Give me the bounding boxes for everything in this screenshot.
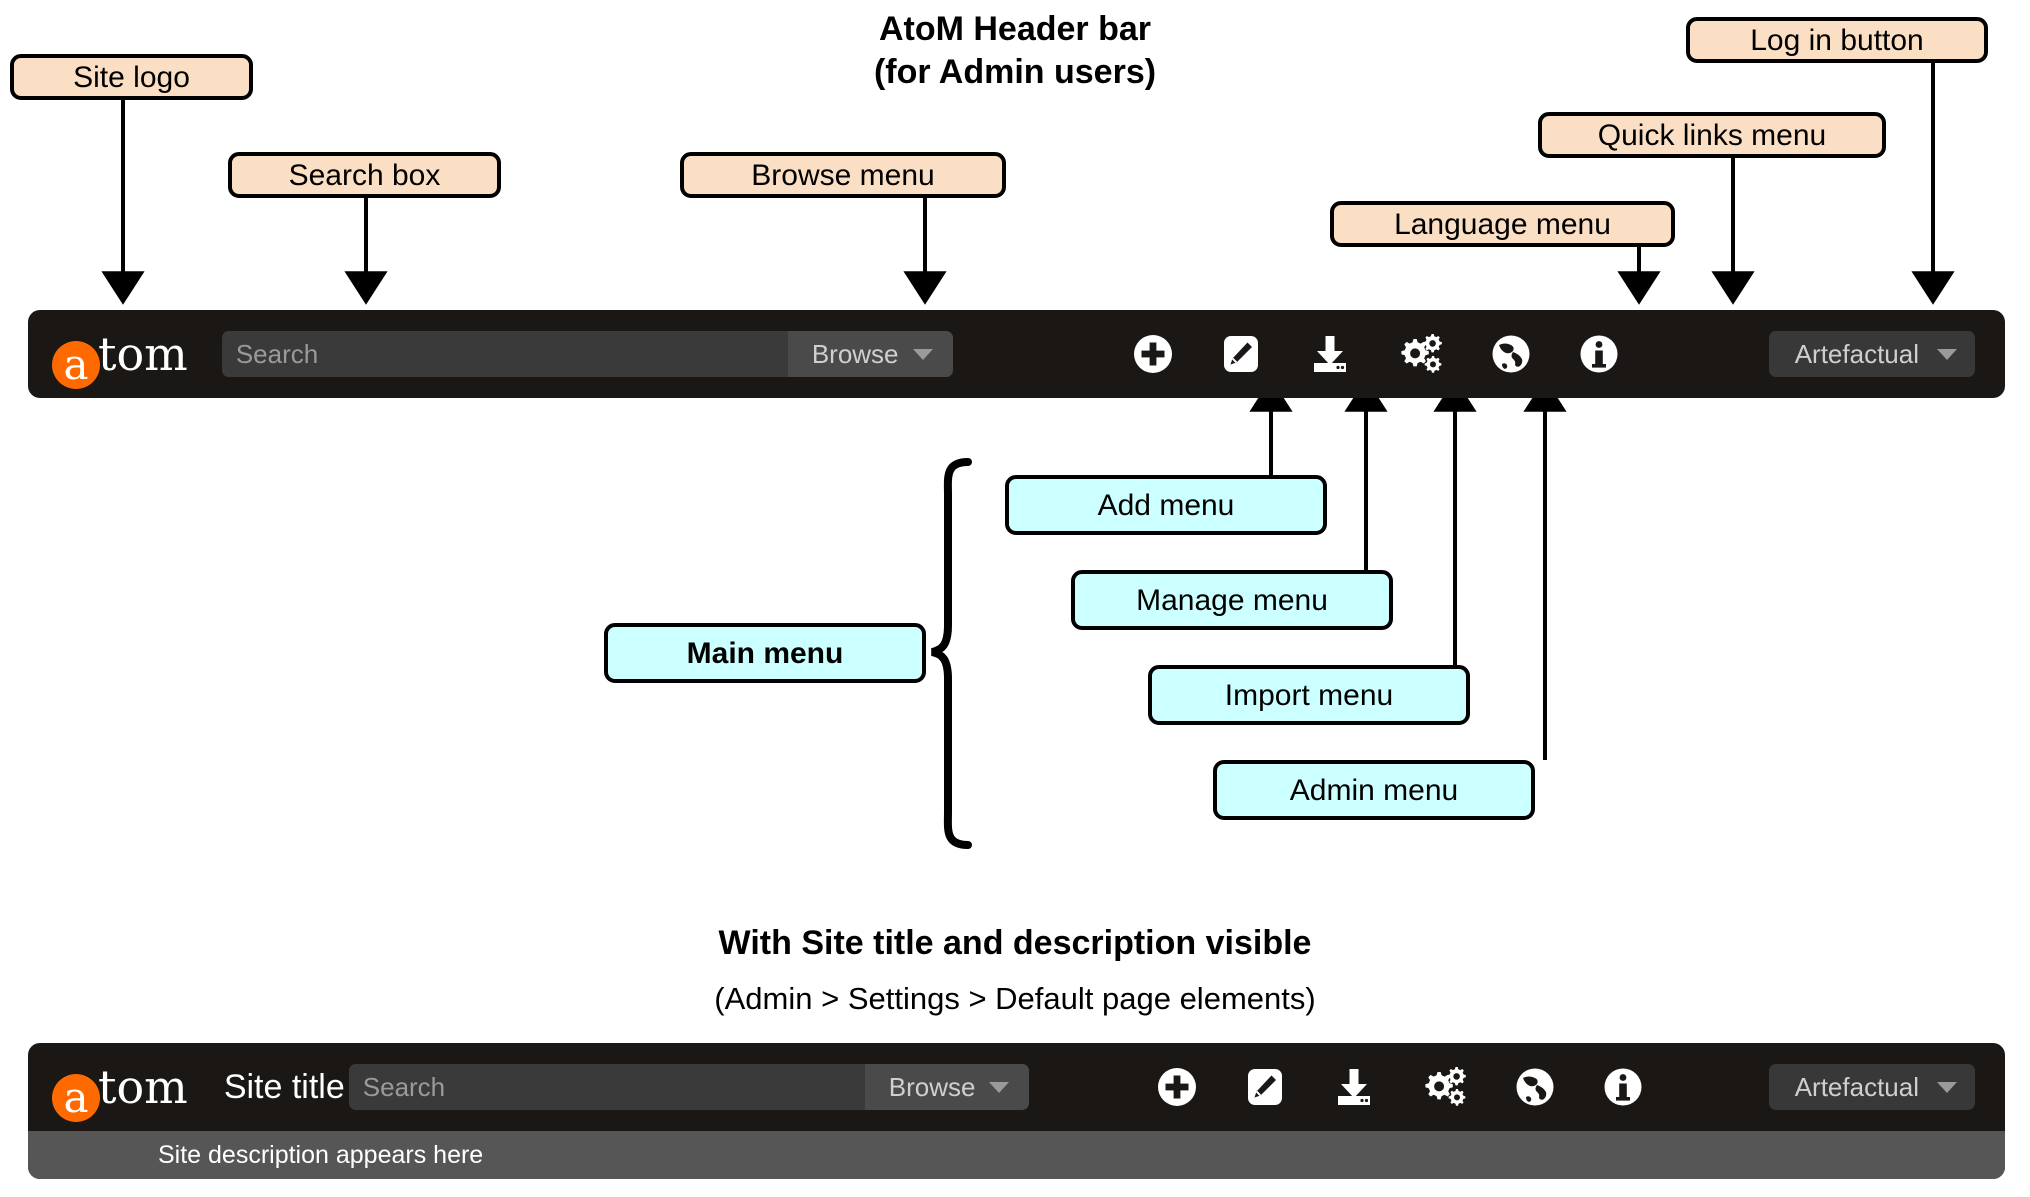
login-user-button[interactable]: Artefactual: [1768, 331, 1975, 377]
second-title: With Site title and description visible: [0, 922, 2030, 965]
site-title-text: Site title: [223, 1067, 345, 1106]
browse-menu-label: Browse: [811, 338, 899, 369]
main-menu-icons: [1131, 332, 1621, 376]
login-user-button[interactable]: Artefactual: [1768, 1064, 1975, 1110]
main-menu-icons: [1155, 1065, 1645, 1109]
chevron-down-icon: [989, 1081, 1010, 1093]
language-globe-icon[interactable]: [1489, 332, 1533, 376]
callout-language-menu-label: Language menu: [1394, 207, 1611, 241]
chevron-down-icon: [912, 348, 933, 360]
chevron-down-icon: [1937, 1081, 1957, 1093]
callout-browse-menu-label: Browse menu: [751, 158, 935, 192]
callout-quick-links-menu-label: Quick links menu: [1597, 118, 1827, 152]
atom-header-bar-admin: a tom Browse: [28, 310, 2005, 398]
callout-import-menu-label: Import menu: [1224, 678, 1394, 712]
search-input[interactable]: [221, 331, 788, 377]
chevron-down-icon: [1937, 348, 1957, 360]
add-plus-icon[interactable]: [1131, 332, 1175, 376]
callout-quick-links-menu: Quick links menu: [1538, 112, 1886, 158]
site-description-text: Site description appears here: [158, 1140, 484, 1169]
quick-links-info-icon[interactable]: [1601, 1065, 1645, 1109]
callout-manage-menu: Manage menu: [1071, 570, 1393, 630]
main-title: AtoM Header bar (for Admin users): [0, 8, 2030, 93]
callout-main-menu: Main menu: [604, 623, 926, 683]
edit-pencil-icon[interactable]: [1243, 1065, 1287, 1109]
callout-search-box: Search box: [228, 152, 501, 198]
site-logo[interactable]: a tom: [52, 327, 188, 389]
callout-log-in-button: Log in button: [1686, 17, 1988, 63]
main-title-line1: AtoM Header bar: [878, 10, 1152, 48]
second-subtitle-line1: (Admin > Settings > Default page element…: [714, 981, 1316, 1016]
edit-pencil-icon[interactable]: [1219, 332, 1263, 376]
browse-menu-button[interactable]: Browse: [864, 1064, 1030, 1110]
login-user-label: Artefactual: [1794, 338, 1919, 369]
callout-admin-menu-label: Admin menu: [1289, 773, 1459, 807]
site-logo[interactable]: a tom: [52, 1060, 188, 1122]
callout-log-in-button-label: Log in button: [1750, 23, 1924, 57]
callout-main-menu-label: Main menu: [686, 636, 844, 670]
search-input[interactable]: [348, 1064, 865, 1110]
logo-a-glyph: a: [52, 1074, 100, 1122]
callout-site-logo: Site logo: [10, 54, 253, 100]
quick-links-info-icon[interactable]: [1577, 332, 1621, 376]
callout-manage-menu-label: Manage menu: [1136, 583, 1328, 617]
atom-header-bar-with-title: a tom Site title Browse: [28, 1043, 2005, 1179]
browse-menu-label: Browse: [888, 1071, 976, 1102]
callout-admin-menu: Admin menu: [1213, 760, 1535, 820]
callout-add-menu: Add menu: [1005, 475, 1327, 535]
login-user-label: Artefactual: [1794, 1071, 1919, 1102]
admin-gears-icon[interactable]: [1397, 332, 1445, 376]
import-download-icon[interactable]: [1307, 332, 1353, 376]
search-box[interactable]: Browse: [348, 1064, 1030, 1110]
callout-add-menu-label: Add menu: [1097, 488, 1235, 522]
import-download-icon[interactable]: [1331, 1065, 1377, 1109]
callout-search-box-label: Search box: [288, 158, 441, 192]
search-box[interactable]: Browse: [221, 331, 953, 377]
callout-site-logo-label: Site logo: [73, 60, 190, 94]
callout-import-menu: Import menu: [1148, 665, 1470, 725]
main-title-line2: (for Admin users): [873, 52, 1157, 91]
second-subtitle: (Admin > Settings > Default page element…: [0, 980, 2030, 1017]
site-description-strip: Site description appears here: [28, 1131, 2005, 1179]
browse-menu-button[interactable]: Browse: [787, 331, 953, 377]
second-title-line1: With Site title and description visible: [718, 924, 1312, 962]
callout-browse-menu: Browse menu: [680, 152, 1006, 198]
logo-a-glyph: a: [52, 341, 100, 389]
language-globe-icon[interactable]: [1513, 1065, 1557, 1109]
add-plus-icon[interactable]: [1155, 1065, 1199, 1109]
callout-language-menu: Language menu: [1330, 201, 1675, 247]
admin-gears-icon[interactable]: [1421, 1065, 1469, 1109]
logo-tom-text: tom: [98, 327, 188, 381]
logo-tom-text: tom: [98, 1060, 188, 1114]
